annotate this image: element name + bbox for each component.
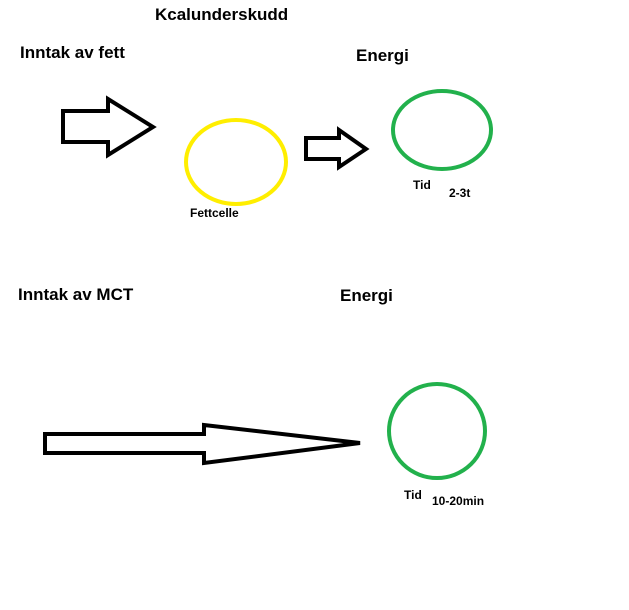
energy-circle-top	[391, 89, 493, 171]
time-value-top: 2-3t	[449, 186, 471, 200]
fat-intake-label: Inntak av fett	[20, 43, 125, 62]
energy-label-top: Energi	[356, 46, 409, 65]
mct-intake-label: Inntak av MCT	[18, 285, 134, 304]
diagram-title: Kcalunderskudd	[155, 5, 289, 24]
mct-intake-arrow	[43, 422, 361, 466]
energy-label-bottom: Energi	[340, 286, 393, 305]
time-label-top: Tid	[413, 178, 431, 192]
fat-cell-circle	[184, 118, 288, 206]
fat-cell-label: Fettcelle	[190, 206, 239, 220]
time-value-bottom: 10-20min	[432, 494, 485, 508]
fat-to-energy-arrow	[304, 126, 370, 171]
fat-intake-arrow	[61, 95, 157, 159]
energy-circle-bottom	[387, 382, 487, 480]
time-label-bottom: Tid	[404, 488, 422, 502]
